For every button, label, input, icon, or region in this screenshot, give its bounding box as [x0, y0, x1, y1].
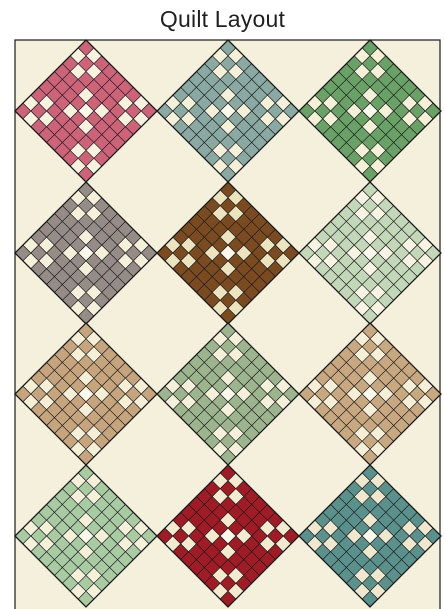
quilt-diagram: [0, 0, 445, 609]
